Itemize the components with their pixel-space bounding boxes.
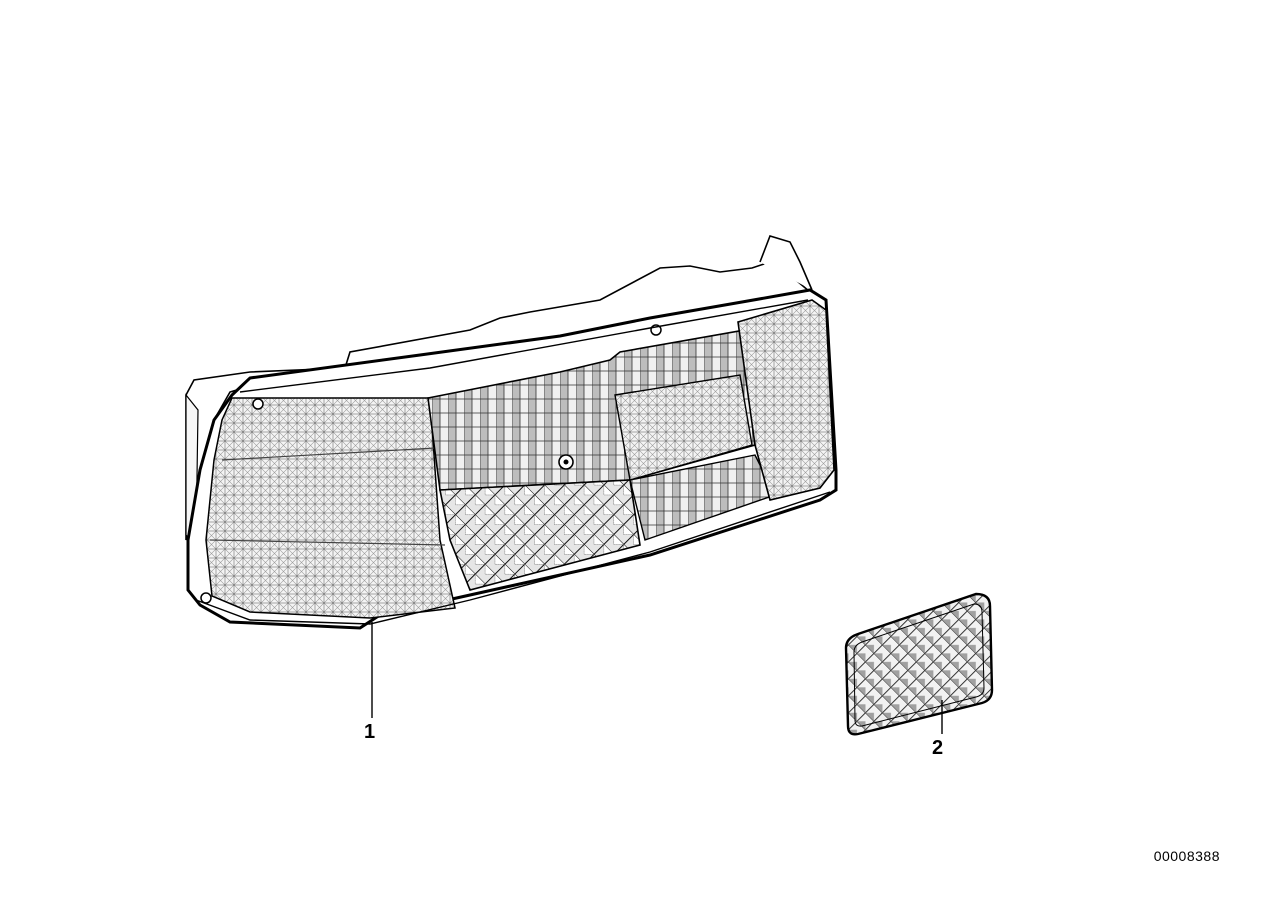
reflector-icon <box>844 592 994 736</box>
callout-label-2: 2 <box>932 737 944 759</box>
tail-light-lens-icon <box>185 235 838 630</box>
callout-label-1: 1 <box>364 721 376 743</box>
diagram-id-text: 00008388 <box>1153 848 1220 864</box>
